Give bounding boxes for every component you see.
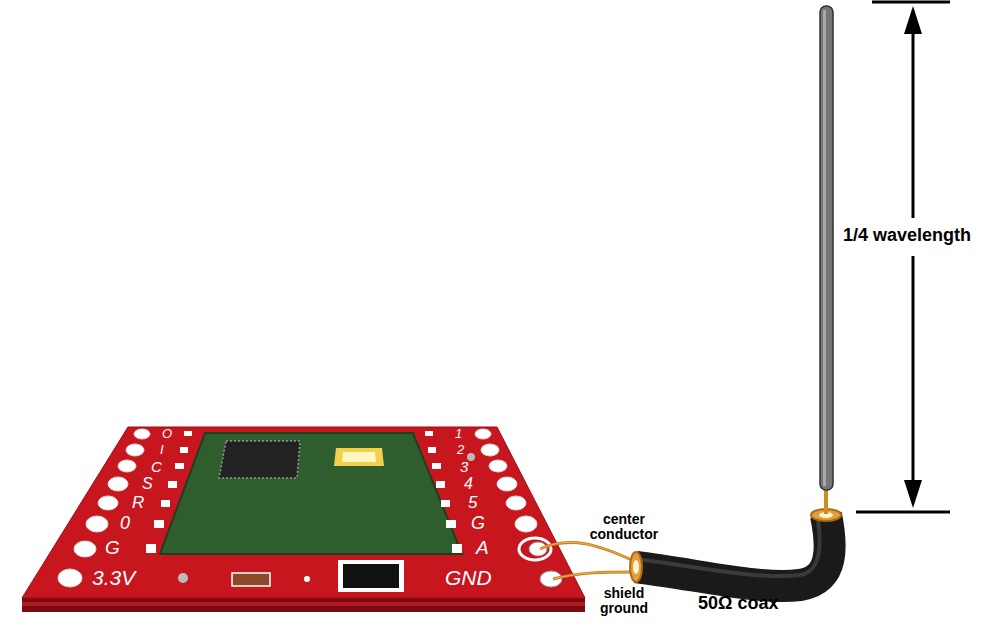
antenna-pad-ring (519, 538, 551, 560)
board-edge-stripe (22, 602, 585, 606)
pin-label: I (160, 443, 164, 456)
coax-end-core (633, 560, 639, 574)
resistor (232, 573, 270, 586)
coax-cable (636, 515, 830, 586)
pin-label: 5 (468, 494, 477, 511)
pin-label: C (151, 459, 162, 474)
pin-label: A (476, 538, 489, 557)
pin-label: 1 (455, 427, 462, 440)
pin-label: S (142, 476, 153, 492)
pin-label: R (132, 494, 144, 511)
regulator-outline (338, 560, 404, 592)
ic-chip (219, 441, 300, 478)
center-pin (824, 488, 828, 514)
led-dot (304, 576, 310, 582)
pin-label: G (105, 538, 120, 557)
pin-label: 2 (457, 443, 464, 456)
pin-label: 0 (120, 514, 130, 532)
shield-wire-highlight (553, 572, 634, 579)
pin-label: 4 (464, 476, 473, 492)
center-wire-highlight (540, 542, 636, 562)
pin-label: G (471, 514, 485, 532)
pin-label: 3 (460, 459, 468, 474)
right-square-pads (425, 431, 462, 553)
cable-label: 50Ω coax (698, 594, 778, 612)
breakout-board (22, 427, 585, 598)
coax-end (630, 552, 642, 582)
left-square-pads (146, 431, 192, 553)
dimension-label: 1/4 wavelength (840, 224, 974, 246)
pin-label: 3.3V (92, 567, 135, 588)
regulator-chip (343, 564, 399, 588)
pin-label: O (162, 427, 172, 440)
dimension-line (856, 2, 950, 512)
antenna-highlight (823, 10, 826, 486)
center-wire (540, 542, 636, 562)
dimension-arrow (904, 480, 922, 508)
via (178, 573, 188, 583)
radio-module (160, 433, 462, 554)
dimension-arrow (904, 6, 922, 34)
crystal-top (342, 452, 376, 462)
board-edge (22, 598, 585, 612)
antenna-wire (820, 6, 833, 490)
wire-label: shield ground (578, 586, 670, 615)
left-pads (58, 429, 150, 587)
antenna-pad (529, 542, 547, 556)
crystal (334, 448, 384, 466)
coax-highlight (636, 520, 820, 576)
pin-label: GND (445, 567, 492, 588)
shield-wire (553, 572, 634, 579)
wire-label: center conductor (578, 512, 670, 541)
